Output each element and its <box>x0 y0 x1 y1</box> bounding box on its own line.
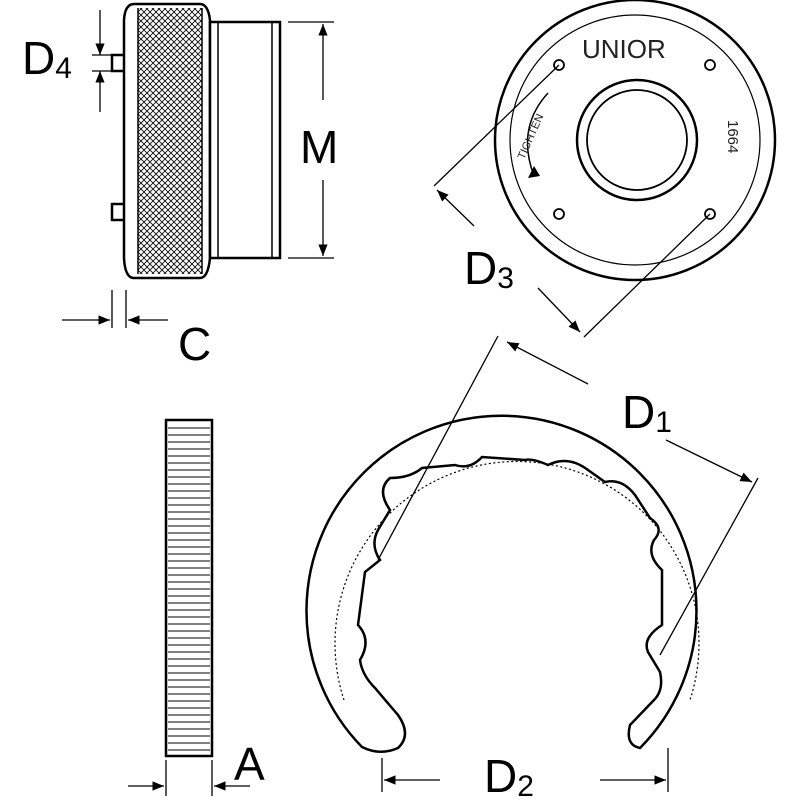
d3-dimension <box>433 64 711 338</box>
brand-engraving: UNIOR <box>582 34 666 64</box>
d4-label: D4 <box>22 32 72 85</box>
ring-view <box>305 414 700 753</box>
d2-label: D2 <box>484 750 534 800</box>
ring-side-view <box>164 418 214 758</box>
part-number-engraving: 1664 <box>724 120 741 153</box>
d2-dimension <box>381 748 669 792</box>
c-dimension <box>62 290 168 328</box>
d4-dimension <box>92 10 112 112</box>
side-view <box>110 2 282 280</box>
c-label: C <box>178 318 211 370</box>
d1-dimension <box>377 335 759 656</box>
d1-label: D1 <box>622 386 672 439</box>
d3-label: D3 <box>464 242 514 295</box>
m-dimension <box>288 21 334 259</box>
a-dimension <box>128 760 250 796</box>
m-label: M <box>300 121 338 173</box>
front-view <box>493 0 777 282</box>
a-label: A <box>234 738 265 790</box>
